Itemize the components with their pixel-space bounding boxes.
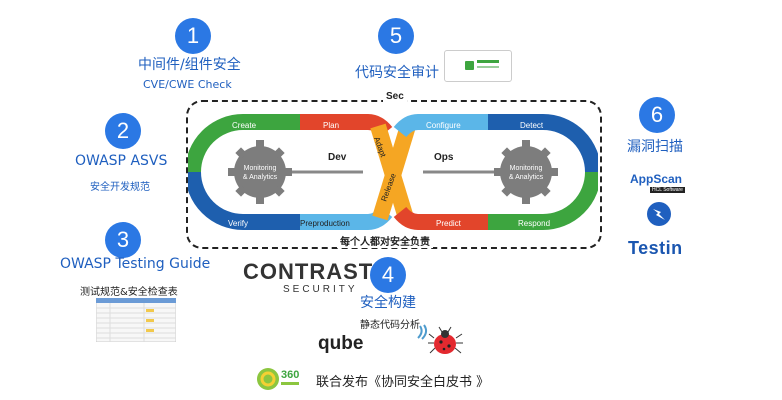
item-1-title: 中间件/组件安全 bbox=[138, 57, 241, 73]
item-4-title: 安全构建 bbox=[360, 295, 416, 311]
stage-plan-label: Plan bbox=[323, 121, 339, 130]
step-number-6: 6 bbox=[639, 97, 675, 133]
shield-icon bbox=[465, 61, 474, 70]
360-shield-icon bbox=[257, 368, 279, 390]
bug-icon bbox=[428, 326, 463, 354]
item-1-subtitle: CVE/CWE Check bbox=[143, 78, 232, 91]
sec-footer-label: 每个人都对安全负责 bbox=[337, 233, 433, 248]
stage-predict-arc bbox=[393, 206, 488, 230]
stage-verify-label: Verify bbox=[228, 219, 248, 228]
item-3-subtitle: 测试规范&安全检查表 bbox=[80, 287, 178, 298]
sec-label: Sec bbox=[383, 91, 407, 102]
stage-configure-label: Configure bbox=[426, 121, 461, 130]
item-2-subtitle: 安全开发规范 bbox=[90, 182, 150, 193]
stage-adapt-band bbox=[372, 123, 416, 221]
footer-publication: 联合发布《协同安全白皮书 》 bbox=[316, 375, 490, 390]
step-number-5: 5 bbox=[378, 18, 414, 54]
sonarqube-logo: qube bbox=[318, 333, 363, 355]
step-number-4: 4 bbox=[370, 257, 406, 293]
monitoring-left-line1: Monitoring bbox=[244, 165, 277, 172]
stage-detect-arc bbox=[488, 114, 598, 173]
devops-infinity-loop: Create Plan Verify Preproduction Configu… bbox=[188, 114, 598, 230]
360-logo-text: 360 bbox=[281, 369, 300, 381]
checklist-thumbnail bbox=[96, 298, 176, 342]
stage-configure-arc bbox=[393, 114, 488, 138]
item-2-title: OWASP ASVS bbox=[75, 153, 168, 169]
appscan-logo: AppScan bbox=[630, 172, 683, 186]
360-logo-bar bbox=[281, 382, 299, 385]
stage-detect-label: Detect bbox=[520, 121, 544, 130]
item-3-title: OWASP Testing Guide bbox=[60, 256, 211, 272]
step-number-1: 1 bbox=[175, 18, 211, 54]
stage-create-arc bbox=[188, 114, 300, 173]
sonar-waves-icon bbox=[417, 324, 428, 340]
item-5-title: 代码安全审计 bbox=[355, 65, 439, 81]
stage-predict-label: Predict bbox=[436, 219, 462, 228]
stage-preproduction-label: Preproduction bbox=[300, 219, 350, 228]
stage-respond-arc bbox=[488, 171, 598, 230]
left-gear-icon bbox=[228, 140, 292, 204]
code-audit-logo bbox=[444, 50, 512, 82]
right-gear-icon bbox=[494, 140, 558, 204]
monitoring-left-line2: & Analytics bbox=[243, 174, 278, 181]
dev-label: Dev bbox=[328, 152, 347, 163]
step-number-3: 3 bbox=[105, 222, 141, 258]
item-6-title: 漏洞扫描 bbox=[627, 139, 683, 155]
sonarqube-logo-b: qube bbox=[318, 333, 364, 354]
appscan-sub: HCL Software bbox=[650, 187, 685, 193]
item-4-subtitle: 静态代码分析 bbox=[360, 320, 420, 331]
stage-verify-arc bbox=[188, 171, 300, 230]
monitoring-right-line1: Monitoring bbox=[510, 165, 543, 172]
stage-respond-label: Respond bbox=[518, 219, 550, 228]
lightning-logo-icon bbox=[647, 202, 671, 226]
step-number-2: 2 bbox=[105, 113, 141, 149]
stage-create-label: Create bbox=[232, 121, 257, 130]
contrast-logo: CONTRAST bbox=[243, 259, 374, 284]
testin-logo: Testin bbox=[628, 238, 683, 258]
ops-label: Ops bbox=[434, 152, 454, 163]
monitoring-right-line2: & Analytics bbox=[509, 174, 544, 181]
contrast-sub: SECURITY bbox=[283, 284, 358, 295]
